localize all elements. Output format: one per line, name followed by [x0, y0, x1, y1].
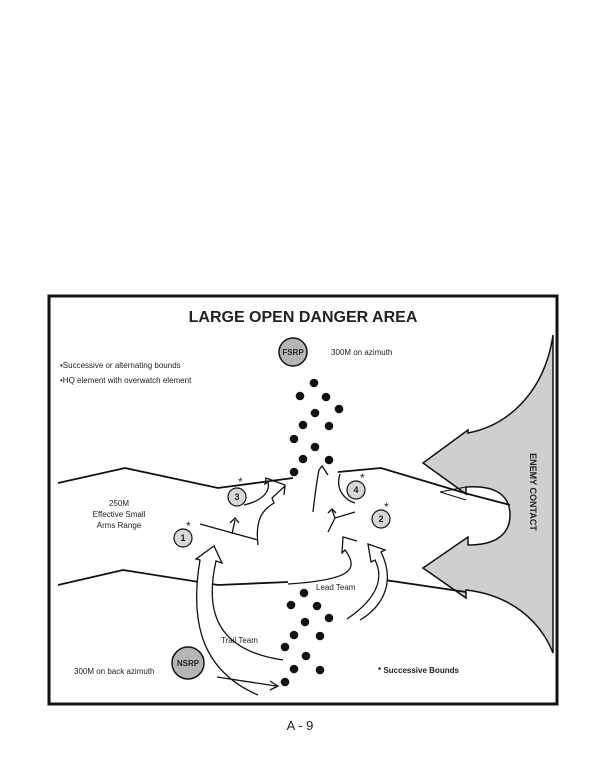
position-1 — [173, 528, 193, 548]
position-2 — [371, 509, 391, 529]
nsrp-marker — [171, 646, 205, 680]
soldier-dot — [324, 613, 334, 623]
diagram-frame — [47, 294, 559, 706]
bound-arrow-2 — [312, 464, 329, 513]
asterisk-icon: * — [384, 500, 389, 514]
crossing-arrow — [287, 536, 358, 585]
range-note-1: 250M — [109, 499, 129, 508]
fsrp-marker — [278, 337, 308, 367]
soldier-dot — [315, 665, 325, 675]
position-2-label: 2 — [378, 514, 383, 524]
soldier-dot — [324, 421, 334, 431]
soldier-dot — [300, 617, 310, 627]
soldier-dot — [286, 600, 296, 610]
position-4-label: 4 — [353, 485, 358, 495]
soldier-dot — [289, 434, 299, 444]
soldier-dot — [312, 601, 322, 611]
position-3-label: 3 — [234, 492, 239, 502]
page-number: A - 9 — [287, 718, 314, 733]
soldier-dot — [280, 677, 290, 687]
soldier-dot — [315, 631, 325, 641]
lead-team-label: Lead Team — [316, 583, 356, 592]
far-side-line-left — [57, 467, 294, 489]
bound-arrow-3 — [199, 517, 259, 541]
soldier-dot — [310, 408, 320, 418]
soldier-dot — [298, 454, 308, 464]
asterisk-icon: * — [360, 471, 365, 485]
soldier-dot — [289, 467, 299, 477]
movement-arrows — [194, 464, 389, 696]
asterisk-icon: * — [186, 519, 191, 533]
bound-arrow-6 — [338, 473, 356, 504]
near-side-line-left — [57, 569, 289, 586]
bound-arrow-1 — [256, 484, 286, 546]
lead-team-arrow — [346, 543, 389, 621]
soldier-dot — [295, 391, 305, 401]
soldier-dot — [321, 392, 331, 402]
bound-asterisks: * * * * — [186, 471, 389, 533]
position-3 — [227, 487, 247, 507]
fsrp-label: FSRP — [282, 348, 304, 357]
soldier-dot — [299, 588, 309, 598]
enemy-middle-arrow — [439, 486, 467, 501]
range-note-2: Effective Small — [93, 510, 146, 519]
trail-team-arrow — [194, 545, 284, 696]
enemy-contact-shape — [421, 334, 554, 654]
near-side-line-right — [377, 578, 467, 593]
position-1-label: 1 — [180, 533, 185, 543]
diagram-title: LARGE OPEN DANGER AREA — [189, 309, 418, 326]
bound-arrow-4 — [327, 508, 356, 533]
position-4 — [346, 480, 366, 500]
asterisk-icon: * — [238, 475, 243, 489]
far-side-line-right — [337, 467, 511, 506]
legend-successive-bounds: * Successive Bounds — [378, 666, 459, 675]
soldier-dot — [334, 404, 344, 414]
trail-team-label: Trail Team — [221, 636, 258, 645]
soldier-dot — [298, 420, 308, 430]
position-markers — [173, 480, 391, 548]
soldier-dot — [289, 630, 299, 640]
soldier-dot — [324, 455, 334, 465]
bullet-1: •Successive or alternating bounds — [60, 361, 181, 370]
soldier-dots — [280, 378, 344, 687]
bound-arrow-5 — [243, 477, 286, 506]
nsrp-note: 300M on back azimuth — [74, 667, 155, 676]
nsrp-arrow — [216, 676, 280, 691]
bullet-2: •HQ element with overwatch element — [60, 376, 192, 385]
enemy-contact-label: ENEMY CONTACT — [528, 453, 538, 531]
soldier-dot — [289, 664, 299, 674]
soldier-dot — [310, 442, 320, 452]
nsrp-label: NSRP — [177, 659, 200, 668]
soldier-dot — [301, 651, 311, 661]
range-note-3: Arms Range — [97, 521, 142, 530]
fsrp-note: 300M on azimuth — [331, 348, 392, 357]
soldier-dot — [309, 378, 319, 388]
soldier-dot — [280, 642, 290, 652]
